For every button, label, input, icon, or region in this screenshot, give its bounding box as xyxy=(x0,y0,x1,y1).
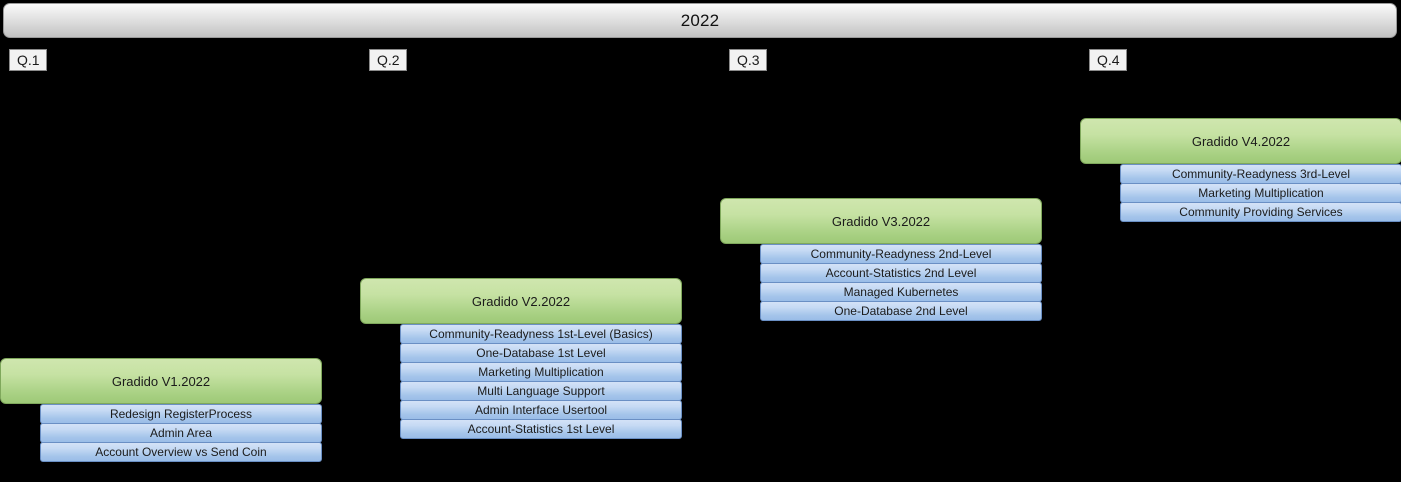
feature-label: Redesign RegisterProcess xyxy=(109,407,253,421)
feature-label: Account-Statistics 1st Level xyxy=(467,422,615,436)
feature-list-2: Community-Readyness 1st-Level (Basics) On… xyxy=(400,324,682,439)
feature-item[interactable]: Admin Interface Usertool xyxy=(400,400,682,420)
feature-item[interactable]: Admin Area xyxy=(40,423,322,443)
feature-item[interactable]: Community Providing Services xyxy=(1120,202,1401,222)
year-header-bar: 2022 xyxy=(3,3,1397,38)
feature-label: Multi Language Support xyxy=(477,384,605,398)
feature-label: Account-Statistics 2nd Level xyxy=(825,266,977,280)
feature-item[interactable]: Multi Language Support xyxy=(400,381,682,401)
feature-label: Account Overview vs Send Coin xyxy=(95,445,267,459)
feature-label: One-Database 1st Level xyxy=(476,346,606,360)
feature-label: Marketing Multiplication xyxy=(478,365,604,379)
release-header-1[interactable]: Gradido V1.2022 xyxy=(0,358,322,404)
feature-item[interactable]: Account-Statistics 2nd Level xyxy=(760,263,1042,283)
feature-item[interactable]: Marketing Multiplication xyxy=(1120,183,1401,203)
feature-item[interactable]: Redesign RegisterProcess xyxy=(40,404,322,424)
feature-item[interactable]: Community-Readyness 1st-Level (Basics) xyxy=(400,324,682,344)
feature-label: One-Database 2nd Level xyxy=(834,304,968,318)
feature-label: Admin Area xyxy=(149,426,213,440)
release-header-4[interactable]: Gradido V4.2022 xyxy=(1080,118,1401,164)
feature-item[interactable]: Account Overview vs Send Coin xyxy=(40,442,322,462)
feature-item[interactable]: Community-Readyness 2nd-Level xyxy=(760,244,1042,264)
release-title: Gradido V1.2022 xyxy=(111,373,211,389)
feature-item[interactable]: Marketing Multiplication xyxy=(400,362,682,382)
feature-label: Community-Readyness 3rd-Level xyxy=(1171,167,1351,181)
release-title: Gradido V4.2022 xyxy=(1191,133,1291,149)
release-title: Gradido V2.2022 xyxy=(471,293,571,309)
quarter-marker-2: Q.2 xyxy=(369,49,407,71)
feature-label: Managed Kubernetes xyxy=(843,285,959,299)
feature-item[interactable]: Managed Kubernetes xyxy=(760,282,1042,302)
feature-label: Marketing Multiplication xyxy=(1198,186,1324,200)
feature-label: Community-Readyness 1st-Level (Basics) xyxy=(429,327,653,341)
quarter-marker-1: Q.1 xyxy=(9,49,47,71)
feature-item[interactable]: Community-Readyness 3rd-Level xyxy=(1120,164,1401,184)
feature-item[interactable]: One-Database 1st Level xyxy=(400,343,682,363)
quarter-marker-4: Q.4 xyxy=(1089,49,1127,71)
release-header-2[interactable]: Gradido V2.2022 xyxy=(360,278,682,324)
year-label: 2022 xyxy=(680,10,720,30)
feature-label: Admin Interface Usertool xyxy=(474,403,608,417)
release-title: Gradido V3.2022 xyxy=(831,213,931,229)
feature-item[interactable]: One-Database 2nd Level xyxy=(760,301,1042,321)
feature-label: Community Providing Services xyxy=(1179,205,1343,219)
quarter-marker-3: Q.3 xyxy=(729,49,767,71)
feature-item[interactable]: Account-Statistics 1st Level xyxy=(400,419,682,439)
feature-label: Community-Readyness 2nd-Level xyxy=(810,247,992,261)
release-header-3[interactable]: Gradido V3.2022 xyxy=(720,198,1042,244)
